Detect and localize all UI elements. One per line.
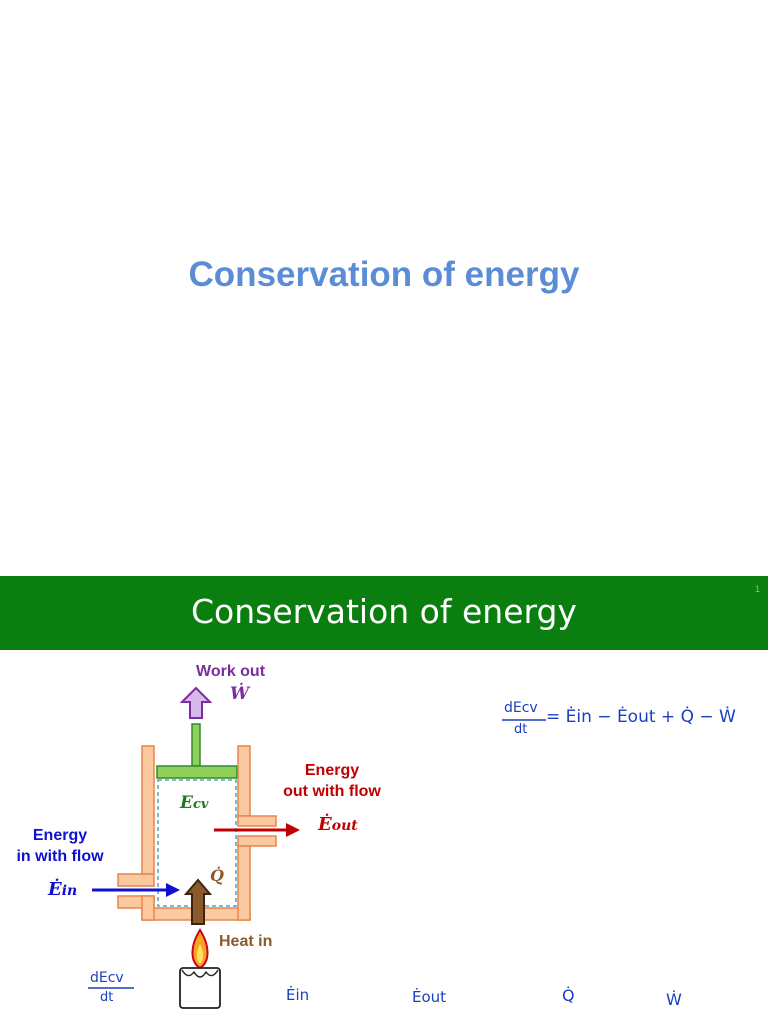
bottom-term-w: Ẇ bbox=[666, 990, 682, 1009]
right-wall-lower bbox=[237, 845, 251, 921]
inlet-pipe-top bbox=[117, 873, 155, 887]
equation-rhs: = Ėin − Ėout + Q̇ − Ẇ bbox=[546, 707, 736, 727]
energy-in-label: Energy in with flow bbox=[16, 827, 104, 865]
equation-lhs-numerator: dEcv bbox=[504, 700, 538, 716]
e-in-symbol: Ėin bbox=[48, 879, 78, 900]
slide-1-title: Conservation of energy bbox=[188, 255, 580, 294]
left-wall bbox=[141, 745, 155, 875]
heat-arrow bbox=[183, 878, 213, 925]
work-rate-symbol: Ẇ bbox=[230, 684, 250, 704]
slide-2-header: Conservation of energy 1 bbox=[0, 576, 768, 650]
work-out-label: Work out bbox=[196, 663, 266, 680]
heat-rate-symbol: Q̇ bbox=[210, 866, 224, 885]
bottom-lhs-denominator: dt bbox=[100, 990, 114, 1005]
slide-2-title: Conservation of energy bbox=[191, 592, 577, 631]
piston-plate bbox=[156, 765, 238, 779]
in-arrow-head bbox=[166, 883, 180, 897]
work-out-arrow bbox=[179, 686, 213, 719]
bottom-wall-left bbox=[141, 895, 155, 921]
slide-number: 1 bbox=[754, 584, 760, 594]
control-volume-diagram bbox=[88, 686, 546, 1009]
right-wall-upper bbox=[237, 745, 251, 817]
bottom-term-e-out: Ėout bbox=[412, 988, 447, 1006]
piston-rod bbox=[191, 723, 201, 767]
energy-out-label: Energy out with flow bbox=[283, 762, 381, 800]
control-volume-boundary bbox=[157, 779, 237, 907]
e-cv-symbol: Ecv bbox=[180, 793, 209, 813]
out-arrow-head bbox=[286, 823, 300, 837]
bottom-term-e-in: Ėin bbox=[286, 986, 310, 1004]
heat-in-label: Heat in bbox=[219, 933, 273, 950]
outlet-pipe-bottom bbox=[237, 835, 277, 847]
outlet-pipe-top bbox=[237, 815, 277, 827]
equation-lhs-denominator: dt bbox=[514, 722, 528, 737]
e-out-symbol: Ėout bbox=[318, 814, 358, 835]
bottom-lhs-numerator: dEcv bbox=[90, 970, 124, 986]
candle bbox=[179, 967, 221, 1009]
bottom-term-q: Q̇ bbox=[562, 986, 575, 1005]
